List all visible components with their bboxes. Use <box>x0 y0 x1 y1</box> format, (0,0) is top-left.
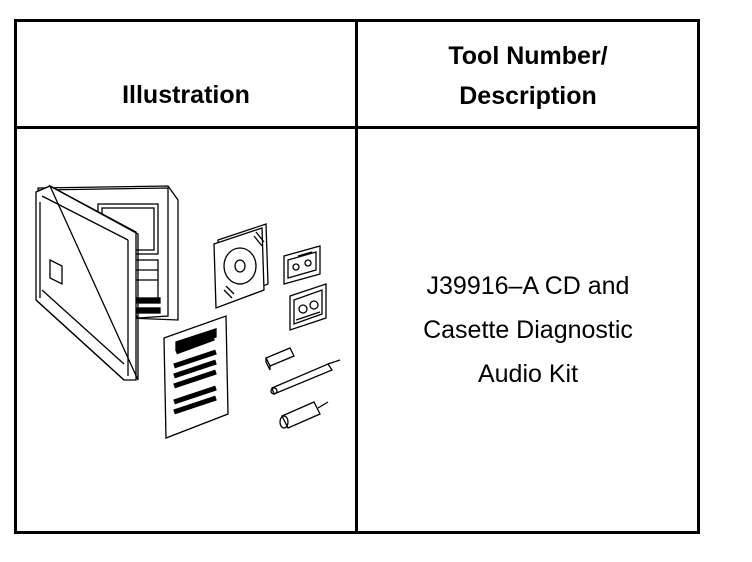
adapter-icon <box>265 347 295 371</box>
table-column-divider <box>355 19 358 534</box>
probe-icon <box>270 359 341 395</box>
header-tool-number-description: Tool Number/ Description <box>358 36 698 116</box>
cd-cassette-diagnostic-kit-illustration <box>28 180 348 450</box>
cd-icon <box>213 223 269 309</box>
cassette-tape-icon <box>289 283 327 331</box>
cassette-icon <box>283 245 321 285</box>
tool-description: J39916–A CD and Casette Diagnostic Audio… <box>358 264 698 396</box>
description-line-3: Audio Kit <box>477 360 579 388</box>
description-line-1: J39916–A CD and <box>426 272 630 300</box>
table-left-border <box>14 19 17 534</box>
header-tool-line1: Tool Number/ <box>448 42 608 70</box>
case-icon <box>35 184 179 381</box>
description-line-2: Casette Diagnostic <box>423 316 633 344</box>
cleaner-tube-icon <box>279 401 329 429</box>
table-right-border <box>697 19 700 534</box>
header-tool-line2: Description <box>459 82 597 110</box>
instruction-sheet-icon <box>163 315 229 439</box>
header-illustration: Illustration <box>122 81 250 109</box>
